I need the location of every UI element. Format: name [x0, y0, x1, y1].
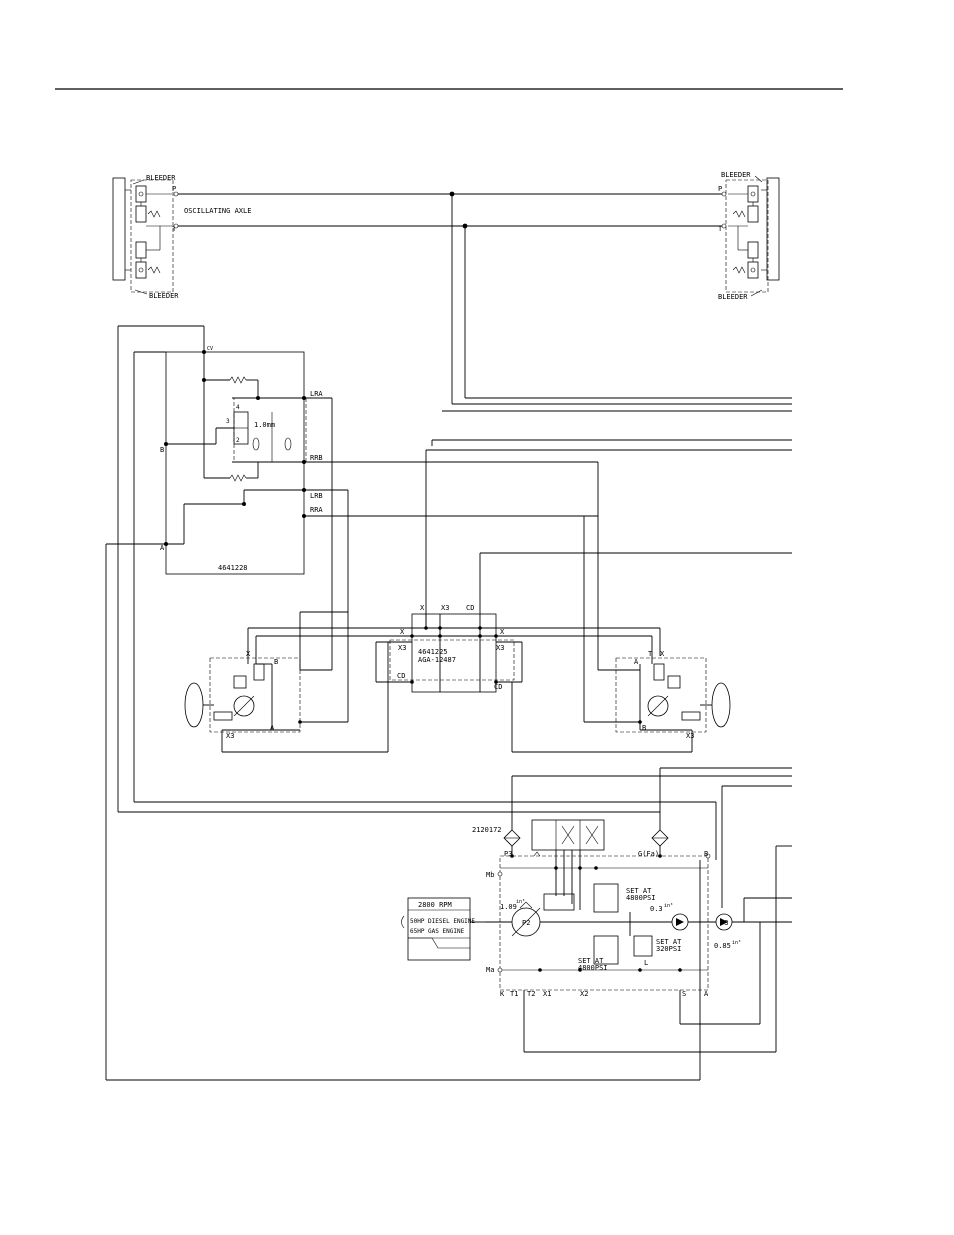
motor-r-port-b: B [642, 724, 646, 732]
center-port-cd: CD [466, 604, 474, 612]
left-wheel-motor [184, 611, 389, 753]
center-port-x3-right: X3 [496, 644, 504, 652]
motor-l-port-x: X [246, 650, 251, 658]
motor-l-port-a: A [270, 724, 275, 732]
bleeder-top-left: BLEEDER [146, 174, 176, 182]
motor-r-port-x3: X3 [686, 732, 694, 740]
port-ma: Ma [486, 966, 494, 974]
engine-gas: 65HP GAS ENGINE [410, 928, 465, 935]
steering-valve-4641228 [105, 325, 701, 1081]
left-axle-cylinder [112, 177, 174, 295]
orifice-size: 1.0mm [254, 421, 275, 429]
part-number-aga: AGA-12487 [418, 656, 456, 664]
center-port-x3-left: X3 [398, 644, 406, 652]
part-number-4641228: 4641228 [218, 564, 248, 572]
engine-diesel: 50HP DIESEL ENGINE [410, 918, 475, 925]
port-t1: T1 [510, 990, 518, 998]
port-b-valve: B [160, 446, 164, 454]
aux-pump-p3: P3 [720, 919, 728, 927]
center-port-x3: X3 [441, 604, 449, 612]
port-3: 3 [226, 418, 230, 425]
charge-displacement: 0.3 [650, 905, 663, 913]
part-number-2120172: 2120172 [472, 826, 502, 834]
port-t2: T2 [527, 990, 535, 998]
set-mid: SET AT [656, 938, 682, 946]
engine-block [401, 897, 486, 961]
center-port-cd-right: CD [494, 683, 502, 691]
port-b-pump: B [704, 850, 708, 858]
port-lrb: LRB [310, 492, 323, 500]
part-number-4641225: 4641225 [418, 648, 448, 656]
port-s: S [682, 990, 686, 998]
motor-l-port-x3: X3 [226, 732, 234, 740]
bleeder-bottom-left: BLEEDER [149, 292, 179, 300]
port-x2: X2 [580, 990, 588, 998]
bleeder-bottom-right: BLEEDER [718, 293, 748, 301]
motor-r-port-t: T [648, 650, 653, 658]
right-wheel-motor [511, 462, 731, 753]
right-axle-cylinder [725, 175, 780, 297]
port-a-pump: A [704, 990, 709, 998]
port-rrb: RRB [310, 454, 323, 462]
charge-unit: in³ [664, 903, 673, 909]
port-lra: LRA [310, 390, 323, 398]
port-l: L [644, 959, 648, 967]
center-port-x: X [420, 604, 425, 612]
center-port-cd-left: CD [397, 672, 405, 680]
port-t-right: T [718, 225, 723, 233]
motor-r-port-a: A [634, 658, 639, 666]
oscillating-axle-label: OSCILLATING AXLE [184, 207, 251, 215]
port-a-valve: A [160, 544, 165, 552]
bleeder-top-right: BLEEDER [721, 171, 751, 179]
aux-displacement: 0.85 [714, 942, 731, 950]
pump-displacement-unit: in³ [516, 899, 525, 905]
set-bottom-value: 4800PSI [578, 964, 608, 972]
pump-p2: P2 [522, 919, 530, 927]
port-2: 2 [236, 437, 240, 444]
port-t-left: T [172, 225, 177, 233]
port-p-left: P [172, 185, 176, 193]
center-port-x-left: X [400, 628, 405, 636]
port-g-fa: G(Fa) [638, 850, 659, 858]
port-p3: P3 [504, 850, 512, 858]
center-port-x-right: X [500, 628, 505, 636]
port-4: 4 [236, 404, 240, 411]
set-bottom: SET AT [578, 957, 604, 965]
motor-l-port-b: B [274, 658, 278, 666]
port-k: K [500, 990, 505, 998]
set-top: SET AT [626, 887, 652, 895]
motor-r-port-x: X [660, 650, 665, 658]
engine-rpm: 2800 RPM [418, 901, 452, 909]
port-x1: X1 [543, 990, 551, 998]
pump-assembly [486, 767, 792, 1053]
port-cv: CV [207, 346, 213, 352]
port-p-right: P [718, 185, 722, 193]
port-mb: Mb [486, 871, 494, 879]
port-rra: RRA [310, 506, 323, 514]
center-valve-4641225 [247, 613, 661, 693]
pump-displacement: 1.09 [500, 903, 517, 911]
set-top-value: 4800PSI [626, 894, 656, 902]
oscillating-axle-section: BLEEDER BLEEDER P T BLEEDER [112, 171, 792, 412]
aux-unit: in³ [732, 940, 741, 946]
set-mid-value: 320PSI [656, 945, 681, 953]
